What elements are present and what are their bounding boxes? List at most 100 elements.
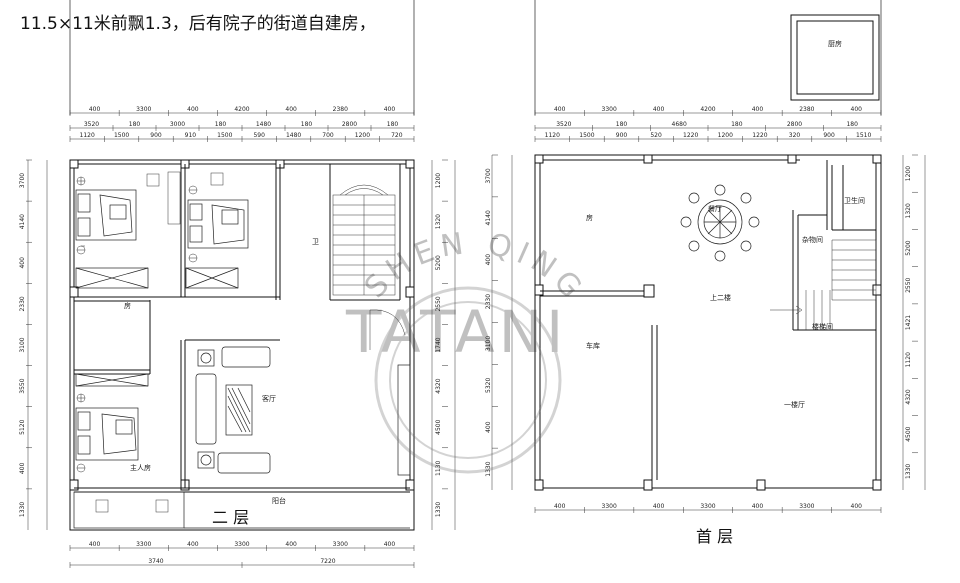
right-right-dim-6: 4320 <box>905 389 912 404</box>
right-top-dim3-4: 1220 <box>683 132 698 139</box>
left-top-dim1-5: 2380 <box>333 106 348 113</box>
left-top-dim3-6: 1480 <box>286 132 301 139</box>
label-bathroom: 卫 <box>312 238 319 246</box>
watermark: SHEN QING TATANI <box>345 226 592 474</box>
watermark-arc-text: SHEN QING <box>358 226 592 310</box>
label-balcony: 阳台 <box>272 496 286 505</box>
left-bot-dim1-5: 3300 <box>333 541 348 548</box>
left-bot-dim1-1: 3300 <box>136 541 151 548</box>
right-top-dim3-5: 1200 <box>718 132 733 139</box>
left-right-dim-3: 2550 <box>435 296 442 311</box>
right-side-dim-7: 1330 <box>485 461 492 476</box>
right-right-dim-1: 1320 <box>905 203 912 218</box>
right-side-dim-2: 400 <box>485 254 492 266</box>
left-top-dim1-6: 400 <box>384 106 396 113</box>
right-top-dim1-3: 4200 <box>700 106 715 113</box>
right-right-dim-4: 1421 <box>905 315 912 330</box>
right-labels: 厨房 房 上二楼 车库 一楼厅 卫生间 杂物间 楼梯间 餐厅 首 层 <box>586 39 865 546</box>
left-top-dim1-3: 4200 <box>234 106 249 113</box>
right-bot-dim-0: 400 <box>554 503 566 510</box>
right-top-dim3-9: 1510 <box>856 132 871 139</box>
left-top-dim3-1: 1500 <box>114 132 129 139</box>
right-top-dim3-2: 900 <box>616 132 628 139</box>
right-bot-dim-2: 400 <box>653 503 665 510</box>
left-bot-dim1-3: 3300 <box>234 541 249 548</box>
label-hall: 一楼厅 <box>784 400 805 409</box>
left-bot-dim2-1: 7220 <box>320 558 335 565</box>
right-side-dim-3: 2330 <box>485 294 492 309</box>
right-top-dim2-2: 4680 <box>672 121 687 128</box>
left-right-dim-7: 1130 <box>435 461 442 476</box>
right-plan-title: 首 层 <box>696 527 733 546</box>
left-plan-title: 二 层 <box>212 508 249 527</box>
right-right-dim-8: 1330 <box>905 464 912 479</box>
right-top-dim3-3: 520 <box>650 132 662 139</box>
right-top-dim2-1: 180 <box>616 121 628 128</box>
label-room-right: 房 <box>586 213 593 222</box>
left-top-dim2-1: 180 <box>129 121 141 128</box>
label-room: 房 <box>124 301 131 310</box>
right-top-dim3-7: 320 <box>789 132 801 139</box>
left-bot-dim1-2: 400 <box>187 541 199 548</box>
right-top-dim2-3: 180 <box>731 121 743 128</box>
left-right-dim-2: 5200 <box>435 255 442 270</box>
right-bot-dim-5: 3300 <box>799 503 814 510</box>
left-top-dim2-0: 3520 <box>84 121 99 128</box>
right-top-dim1-2: 400 <box>653 106 665 113</box>
left-bot-dim2-0: 3740 <box>148 558 163 565</box>
right-side-dim-1: 4140 <box>485 210 492 225</box>
left-top-dim3-8: 1200 <box>355 132 370 139</box>
left-side-dim-3: 2330 <box>19 296 26 311</box>
right-bot-dim-4: 400 <box>752 503 764 510</box>
label-upstairs: 上二楼 <box>710 293 731 302</box>
left-right-dim-5: 4320 <box>435 378 442 393</box>
right-top-dim3-0: 1120 <box>545 132 560 139</box>
left-top-dim3-5: 590 <box>253 132 265 139</box>
left-bot-dim1-4: 400 <box>285 541 297 548</box>
left-top-dim3-4: 1500 <box>217 132 232 139</box>
right-side-dim-5: 5320 <box>485 378 492 393</box>
left-right-dim-6: 4500 <box>435 419 442 434</box>
left-right-dim-4: 1740 <box>435 337 442 352</box>
right-top-dim1-4: 400 <box>752 106 764 113</box>
right-top-dim3-8: 900 <box>823 132 835 139</box>
left-right-dim-1: 1320 <box>435 214 442 229</box>
right-right-dim-2: 5200 <box>905 240 912 255</box>
left-side-dim-4: 3100 <box>19 337 26 352</box>
left-top-dim1-0: 400 <box>89 106 101 113</box>
left-side-dim-7: 400 <box>19 462 26 474</box>
right-right-dim-0: 1200 <box>905 166 912 181</box>
left-top-dim2-6: 2800 <box>342 121 357 128</box>
right-top-dim1-5: 2380 <box>799 106 814 113</box>
left-side-dim-5: 3550 <box>19 378 26 393</box>
right-bot-dim-3: 3300 <box>700 503 715 510</box>
left-side-dim-0: 3700 <box>19 173 26 188</box>
left-side-dim-8: 1330 <box>19 502 26 517</box>
right-side-dim-0: 3700 <box>485 168 492 183</box>
right-top-dim2-5: 180 <box>846 121 858 128</box>
right-top-dim1-0: 400 <box>554 106 566 113</box>
left-top-dim2-5: 180 <box>301 121 313 128</box>
label-kitchen: 厨房 <box>828 39 842 48</box>
left-top-dim3-3: 910 <box>185 132 197 139</box>
right-top-dim2-0: 3520 <box>556 121 571 128</box>
left-top-dim1-4: 400 <box>285 106 297 113</box>
left-side-dim-6: 5120 <box>19 419 26 434</box>
right-top-dim3-1: 1500 <box>579 132 594 139</box>
label-storage: 杂物间 <box>802 235 823 244</box>
label-garage: 车库 <box>586 341 600 350</box>
left-right-dim-8: 1330 <box>435 502 442 517</box>
left-bot-dim1-0: 400 <box>89 541 101 548</box>
left-bot-dim1-6: 400 <box>384 541 396 548</box>
right-right-dim-7: 4500 <box>905 426 912 441</box>
label-dining: 餐厅 <box>708 204 722 213</box>
page-caption: 11.5×11米前飘1.3，后有院子的街道自建房， <box>20 14 376 34</box>
left-side-dim-1: 4140 <box>19 214 26 229</box>
left-labels: 客厅 主人房 阳台 房 卫 二 层 <box>124 238 319 527</box>
left-top-dim2-2: 3000 <box>170 121 185 128</box>
label-living: 客厅 <box>262 394 276 403</box>
label-bathroom-right: 卫生间 <box>844 196 865 205</box>
right-side-dim-6: 400 <box>485 421 492 433</box>
